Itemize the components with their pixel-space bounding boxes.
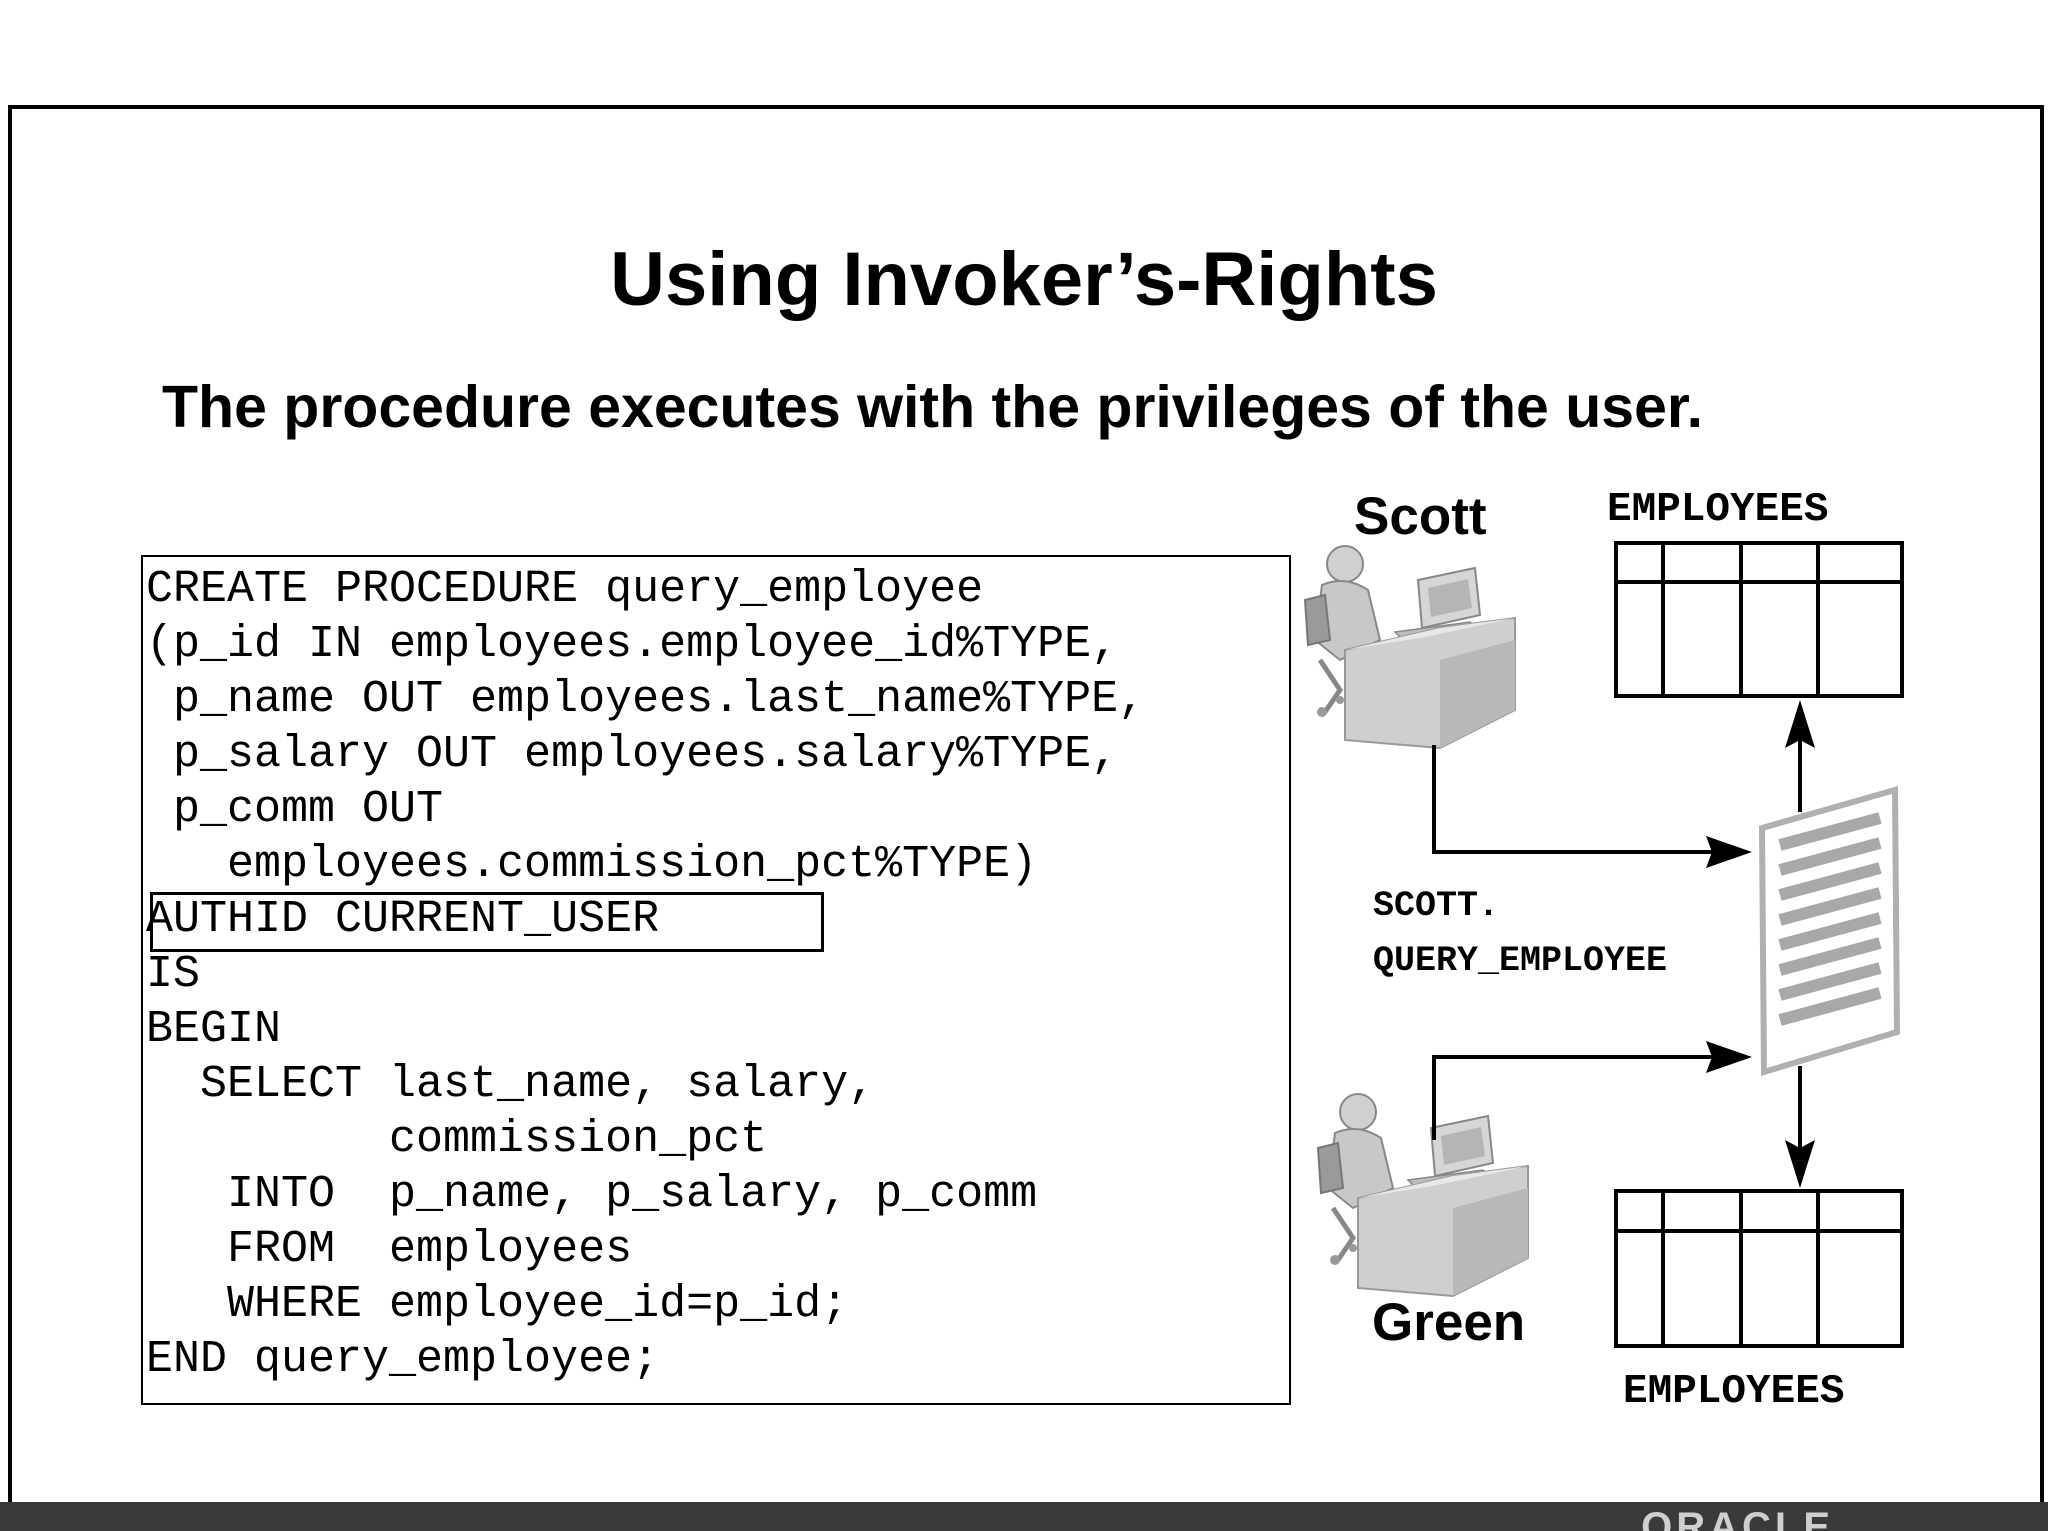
code-line: END query_employee;	[146, 1334, 660, 1385]
code-line: IS	[146, 949, 201, 1000]
code-line: WHERE employee_id=p_id;	[146, 1279, 849, 1330]
employees-table-icon	[1614, 1189, 1904, 1348]
code-line: AUTHID CURRENT_USER	[146, 894, 660, 945]
employees-table-icon	[1614, 541, 1904, 698]
code-line: employees.commission_pct%TYPE)	[146, 839, 1038, 890]
slide-subtitle: The procedure executes with the privileg…	[162, 374, 1704, 440]
code-line: commission_pct	[146, 1114, 768, 1165]
workstation-user-icon	[1303, 545, 1516, 750]
arrow-green-to-procedure	[1432, 1041, 1752, 1140]
table-label-bottom: EMPLOYEES	[1623, 1369, 1845, 1415]
slide-frame	[8, 105, 2044, 1508]
code-line: BEGIN	[146, 1004, 282, 1055]
workstation-user-icon	[1316, 1093, 1529, 1298]
code-line: p_comm OUT	[146, 784, 444, 835]
user-label-green: Green	[1372, 1293, 1526, 1352]
code-line: INTO p_name, p_salary, p_comm	[146, 1169, 1038, 1220]
procedure-label-name: QUERY_EMPLOYEE	[1373, 941, 1668, 981]
arrow-procedure-to-bottom-table	[1785, 1066, 1815, 1188]
code-box	[141, 555, 1291, 1405]
code-line: (p_id IN employees.employee_id%TYPE,	[146, 619, 1119, 670]
arrow-procedure-to-top-table	[1785, 700, 1815, 812]
arrow-scott-to-procedure	[1432, 745, 1752, 868]
oracle-logo: ORACLE	[1641, 1507, 1834, 1531]
procedure-document-icon	[1758, 786, 1901, 1077]
slide-title: Using Invoker’s-Rights	[610, 237, 1438, 322]
code-line: FROM employees	[146, 1224, 633, 1275]
footer-bar	[0, 1502, 2048, 1531]
code-line: SELECT last_name, salary,	[146, 1059, 876, 1110]
authid-highlight-box	[150, 892, 824, 952]
code-line: CREATE PROCEDURE query_employee	[146, 564, 984, 615]
user-label-scott: Scott	[1354, 487, 1487, 546]
table-label-top: EMPLOYEES	[1607, 487, 1829, 533]
code-line: p_salary OUT employees.salary%TYPE,	[146, 729, 1119, 780]
code-line: p_name OUT employees.last_name%TYPE,	[146, 674, 1146, 725]
procedure-label-owner: SCOTT.	[1373, 886, 1500, 926]
